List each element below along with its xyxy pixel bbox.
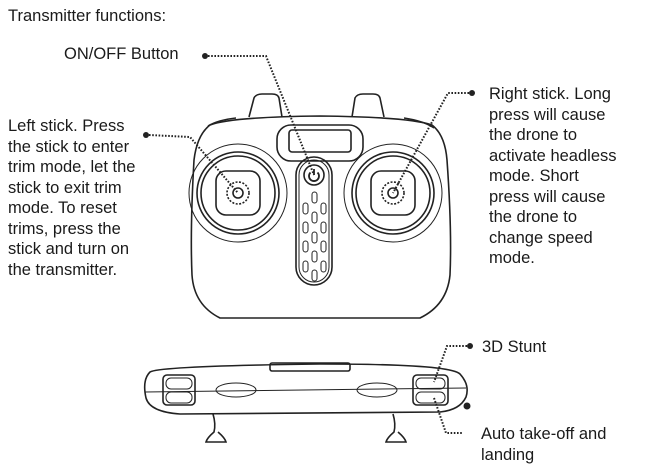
left-stick — [188, 143, 288, 243]
transmitter-front-view — [188, 93, 452, 319]
leader-right-stick — [392, 90, 475, 194]
label-left-stick: Left stick. Press the stick to enter tri… — [8, 117, 136, 279]
power-icon — [308, 169, 320, 182]
leader-3d-stunt — [433, 343, 473, 383]
label-on-off-button: ON/OFF Button — [64, 45, 179, 63]
leader-left-stick — [143, 132, 239, 194]
diagram-title: Transmitter functions: — [8, 7, 167, 25]
label-3d-stunt: 3D Stunt — [482, 338, 547, 356]
stunt-buttons — [412, 374, 449, 406]
leader-on-off — [202, 53, 315, 176]
right-trigger — [351, 93, 385, 118]
transmitter-body — [190, 115, 452, 319]
label-right-stick: Right stick. Long press will cause the d… — [489, 85, 617, 267]
stunt-button[interactable] — [415, 377, 446, 390]
left-trigger — [248, 93, 283, 118]
center-panel — [295, 156, 333, 286]
grip-holes — [302, 191, 327, 282]
transmitter-side-view — [143, 362, 468, 443]
power-button[interactable] — [303, 164, 325, 186]
label-auto-takeoff: Auto take-off and landing — [481, 425, 607, 464]
right-stick — [343, 143, 443, 243]
auto-takeoff-button[interactable] — [415, 391, 446, 404]
display-window — [288, 129, 352, 153]
leader-auto-takeoff — [433, 397, 471, 434]
